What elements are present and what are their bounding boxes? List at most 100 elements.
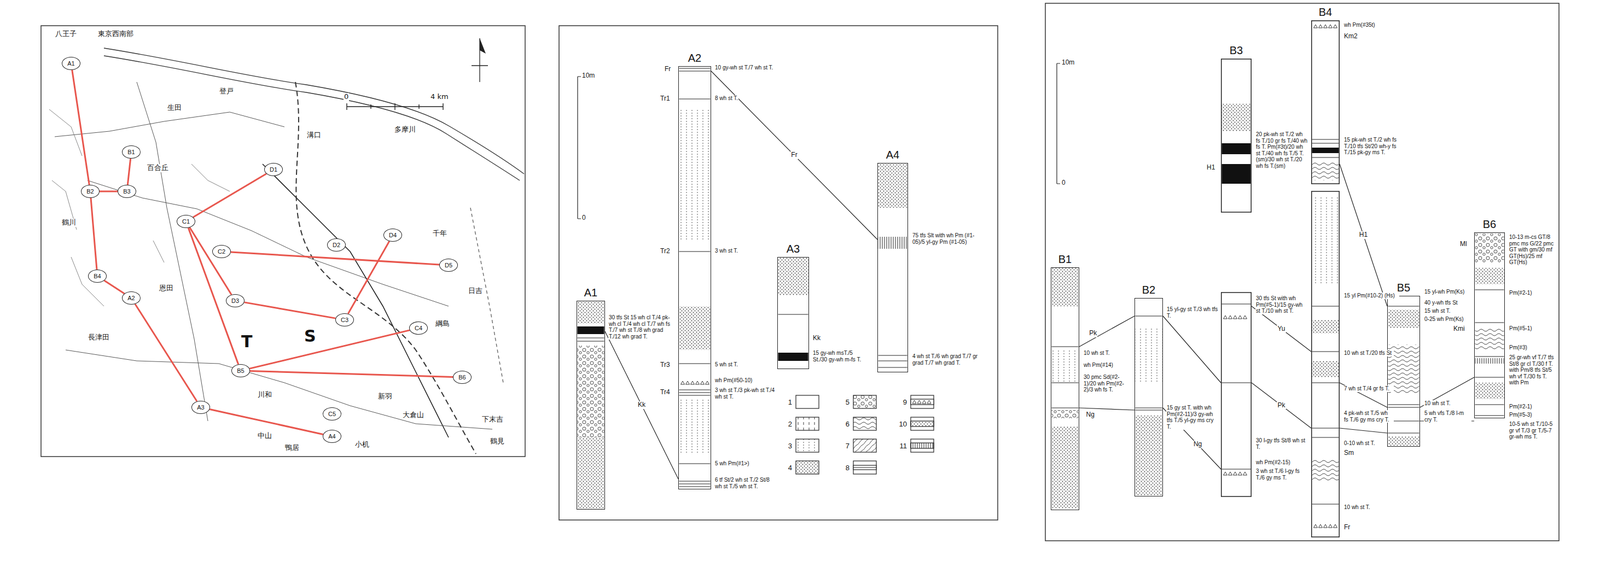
map-label: 恩田 xyxy=(158,284,174,293)
bed-line xyxy=(1475,376,1505,378)
column-name: A4 xyxy=(886,148,900,162)
legend-swatch xyxy=(852,416,877,432)
railway xyxy=(262,164,449,438)
bed-description: 3 wh st T./6 l-gy fs T./6 gy ms T. xyxy=(1255,468,1309,481)
lithology-fill xyxy=(1222,143,1252,155)
map-label: 0 xyxy=(343,92,349,102)
lithology-fill xyxy=(1312,161,1340,181)
north-arrow-head xyxy=(479,38,486,54)
legend-swatch xyxy=(795,416,820,432)
lithology-fill xyxy=(1312,147,1340,154)
site-circle: C4 xyxy=(409,321,428,335)
legend-swatch xyxy=(910,416,935,432)
column-name: B4 xyxy=(1318,6,1332,19)
site-circle: D3 xyxy=(225,294,245,308)
bed-line xyxy=(1312,156,1340,158)
bed-description: 5 wh st T. xyxy=(714,361,739,369)
legend-number: 4 xyxy=(782,463,793,473)
tephra-key: Pk xyxy=(1088,329,1098,338)
lithology-fill xyxy=(1388,436,1420,446)
bed-description: Pm(#2-1) xyxy=(1508,403,1533,411)
bed-line xyxy=(679,463,711,464)
correlation-route xyxy=(249,371,453,378)
correlation-line xyxy=(1251,382,1312,429)
scale-bar xyxy=(577,76,581,219)
pumice-mark xyxy=(1243,315,1248,319)
bed-description: 10-13 m-cs GT/8 pmc ms G/22 pmc GT with … xyxy=(1508,234,1557,266)
bed-description: 5 wh Pm(#1>) xyxy=(714,460,750,468)
column-name: B2 xyxy=(1142,283,1156,297)
bed-line xyxy=(1222,382,1252,383)
site-code: D5 xyxy=(444,262,453,269)
bed-description: 30 tfs St 15 wh cl T./4 pk-wh cl T./4 wh… xyxy=(608,314,677,340)
bed-description: 7 wh st T./4 gr fs T. xyxy=(1343,385,1394,393)
map-label: 下末吉 xyxy=(481,415,504,424)
bed-line xyxy=(679,251,711,252)
strat-column: B2 xyxy=(1134,298,1163,497)
bed-line xyxy=(1388,305,1420,307)
bed-line xyxy=(679,483,711,485)
bed-line xyxy=(1135,315,1163,317)
site-circle: A2 xyxy=(121,291,141,305)
bed-description: 20 pk-wh st T./2 wh fs T./10 gr fs T./40… xyxy=(1255,131,1309,170)
pumice-mark xyxy=(681,381,685,385)
pumice-mark xyxy=(1223,315,1228,319)
map-label: 長津田 xyxy=(87,333,110,342)
strat-column: A3 xyxy=(777,257,810,370)
bed-description: 6 tf St/2 wh st T./2 St/8 wh st T./5 wh … xyxy=(714,476,777,490)
bed-line xyxy=(1475,289,1505,290)
site-code: D4 xyxy=(388,231,397,239)
bed-description: 3 wh st T./3 pk-wh st T./4 wh st T. xyxy=(714,387,777,400)
bed-line xyxy=(577,340,605,342)
map-label: 中山 xyxy=(257,432,273,441)
site-code: C2 xyxy=(217,248,226,255)
pumice-mark xyxy=(1323,524,1328,528)
pumice-mark xyxy=(1233,315,1238,319)
pumice-mark xyxy=(1228,472,1233,476)
correlation-route xyxy=(72,70,90,185)
bed-description: Kk xyxy=(812,334,822,343)
map-label: 新羽 xyxy=(377,392,393,401)
pumice-mark xyxy=(695,381,700,385)
bed-line xyxy=(679,392,711,393)
river xyxy=(103,55,520,181)
lithology-fill xyxy=(1475,328,1505,351)
legend-item: 11 xyxy=(897,438,935,453)
bed-description: 10 wh st T./20 tfs St xyxy=(1343,350,1394,357)
correlation-route xyxy=(244,302,336,319)
pumice-mark xyxy=(1318,24,1323,28)
site-code: D2 xyxy=(332,241,341,249)
bed-line xyxy=(1312,427,1340,429)
correlation-route xyxy=(230,252,440,265)
bed-description: 25 gr-wh vf T./7 tfs St/8 gr cl T./30 f … xyxy=(1508,354,1557,387)
correlation-line xyxy=(1339,164,1388,307)
bed-description: Fr xyxy=(664,65,672,74)
lithology-fill xyxy=(1475,382,1505,400)
lithology-fill xyxy=(577,300,605,324)
bed-description: Tr4 xyxy=(659,388,671,397)
site-circle: C2 xyxy=(212,245,231,259)
site-circle: D4 xyxy=(383,228,403,242)
legend-swatch xyxy=(910,438,935,453)
bed-description: 0 xyxy=(581,214,587,223)
strat-column: B5 xyxy=(1387,295,1421,447)
stream xyxy=(49,109,230,307)
pumice-mark xyxy=(1243,472,1248,476)
pumice-mark xyxy=(1333,24,1338,28)
bed-line xyxy=(878,360,908,362)
pumice-mark xyxy=(1238,315,1243,319)
lithology-fill xyxy=(577,326,605,335)
pumice-mark xyxy=(1223,472,1228,476)
bed-description: 3 wh st T. xyxy=(714,247,739,255)
lithology-fill xyxy=(679,399,711,455)
bed-description: wh Pm(#50-10) xyxy=(714,377,753,384)
bed-description: Pm(#5-3) xyxy=(1508,411,1533,419)
lithology-fill xyxy=(1222,103,1252,132)
bed-line xyxy=(1051,407,1079,409)
bed-description: 5 wh vfs T./8 l-m cry T. xyxy=(1423,410,1472,423)
site-code: B4 xyxy=(93,272,101,280)
column-segment xyxy=(1311,20,1340,184)
map-label: 鴨居 xyxy=(284,444,300,453)
map-label: 日吉 xyxy=(467,287,484,296)
